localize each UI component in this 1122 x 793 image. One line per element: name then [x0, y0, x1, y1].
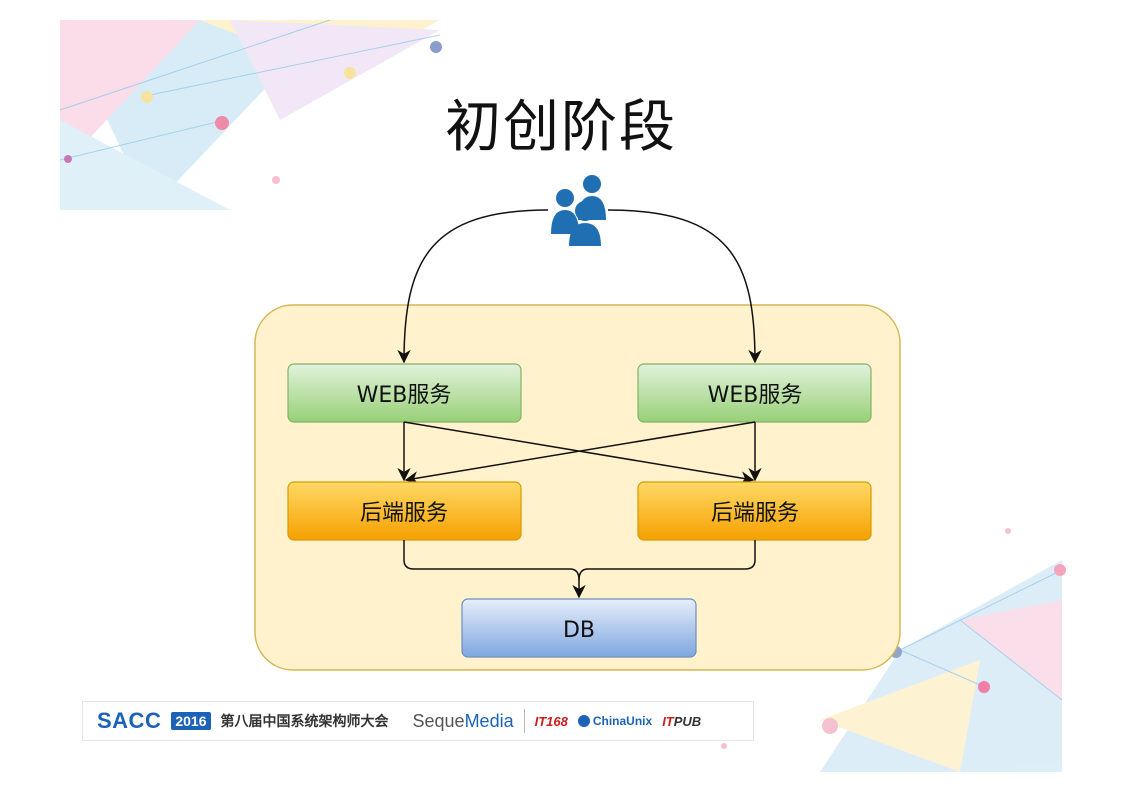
footer-divider — [523, 709, 525, 733]
users-group-icon — [551, 175, 606, 246]
sequemedia-logo: SequeMedia — [413, 711, 514, 732]
node-backend-right-label: 后端服务 — [711, 501, 799, 526]
edge-webR-to-backendL — [404, 421, 756, 485]
event-name: 第八届中国系统架构师大会 — [220, 713, 389, 729]
sequemedia-logo-b: Media — [464, 710, 514, 731]
edge-users-to-web-right — [607, 209, 762, 364]
slide-title: 初创阶段 — [445, 95, 677, 160]
node-db-label: DB — [563, 618, 595, 643]
edge-backendL-to-db — [403, 540, 586, 599]
node-web-right: WEB服务 — [637, 363, 872, 423]
itpub-logo: ITPUB — [662, 714, 701, 729]
node-db: DB — [461, 598, 697, 658]
it168-logo: IT168 — [534, 713, 568, 729]
footer-banner: SACC 2016 第八届中国系统架构师大会 SequeMedia IT168 … — [82, 701, 754, 741]
node-backend-right: 后端服务 — [637, 481, 872, 541]
node-backend-left-label: 后端服务 — [360, 501, 448, 526]
edge-users-to-web-left — [397, 209, 549, 364]
sequemedia-logo-a: Seque — [412, 710, 465, 731]
itpub-logo-b: PUB — [673, 713, 702, 729]
year-badge: 2016 — [171, 712, 211, 730]
chinaunix-logo: ChinaUnix — [577, 714, 653, 728]
node-web-left-label: WEB服务 — [357, 383, 452, 408]
node-backend-left: 后端服务 — [287, 481, 522, 541]
node-web-left: WEB服务 — [287, 363, 522, 423]
itpub-logo-a: IT — [662, 713, 674, 729]
edge-backendR-to-db — [578, 540, 756, 581]
node-web-right-label: WEB服务 — [708, 383, 803, 408]
chinaunix-icon — [577, 715, 590, 727]
sacc-logo: SACC — [97, 708, 162, 733]
chinaunix-label: ChinaUnix — [592, 714, 653, 728]
